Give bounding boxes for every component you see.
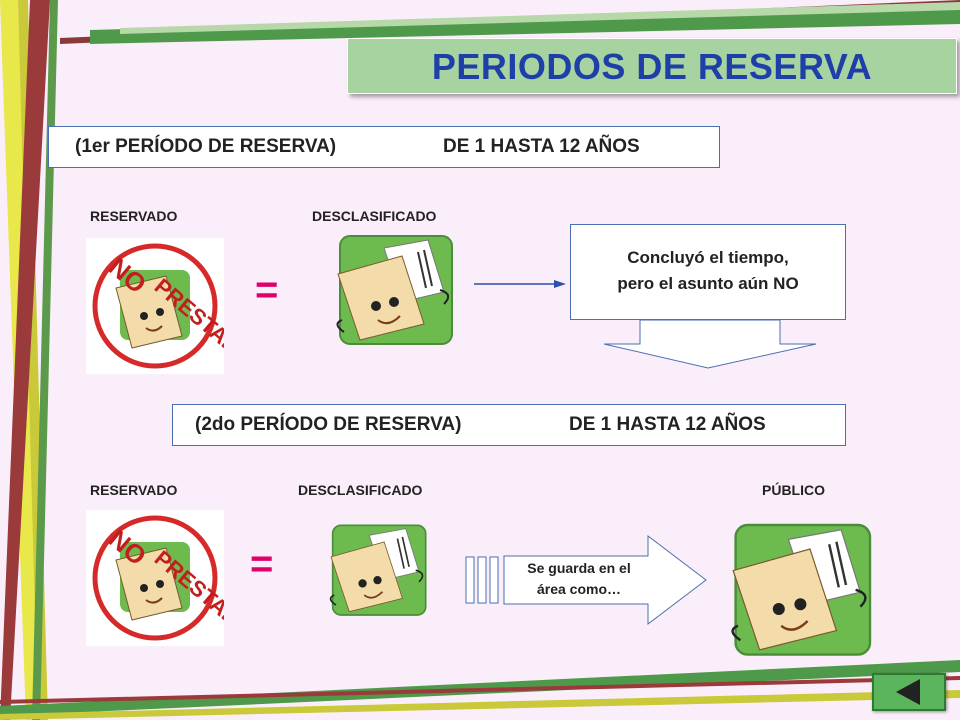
callout-line-2: pero el asunto aún NO — [617, 274, 799, 293]
period-1-range: DE 1 HASTA 12 AÑOS — [443, 136, 640, 157]
row2-reservado-label: RESERVADO — [90, 482, 178, 498]
folder-character-icon — [320, 522, 440, 620]
period-1-name: (1er PERÍODO DE RESERVA) — [75, 136, 337, 157]
row1-desclasificado-label: DESCLASIFICADO — [312, 208, 437, 224]
folder-character-icon — [726, 512, 882, 670]
title-banner: PERIODOS DE RESERVA — [347, 38, 957, 94]
no-prestar-stamp-icon: NO PRESTAR — [86, 510, 245, 646]
period-2-range: DE 1 HASTA 12 AÑOS — [569, 414, 766, 435]
down-arrow-icon — [603, 319, 817, 369]
folder-character-icon — [332, 232, 462, 350]
equals-sign-row1: = — [255, 268, 279, 312]
no-prestar-stamp-icon: NO PRESTAR — [86, 238, 245, 374]
arrow-text: Se guarda en el área como… — [506, 558, 652, 600]
back-arrow-icon — [896, 679, 920, 705]
arrow-text-line-1: Se guarda en el — [527, 560, 631, 576]
row2-publico-label: PÚBLICO — [762, 482, 825, 498]
period-2-bar: (2do PERÍODO DE RESERVA) DE 1 HASTA 12 A… — [172, 404, 846, 446]
right-arrow-icon — [503, 534, 707, 626]
equals-sign-row2: = — [250, 542, 274, 586]
callout-line-1: Concluyó el tiempo, — [627, 248, 789, 267]
period-2-name: (2do PERÍODO DE RESERVA) — [195, 414, 462, 435]
callout-box: Concluyó el tiempo, pero el asunto aún N… — [570, 224, 846, 320]
back-button[interactable] — [872, 673, 946, 711]
period-1-bar: (1er PERÍODO DE RESERVA) DE 1 HASTA 12 A… — [48, 126, 720, 168]
page-title: PERIODOS DE RESERVA — [431, 46, 873, 87]
row2-desclasificado-label: DESCLASIFICADO — [298, 482, 423, 498]
arrow-text-line-2: área como… — [536, 581, 622, 597]
row1-reservado-label: RESERVADO — [90, 208, 178, 224]
